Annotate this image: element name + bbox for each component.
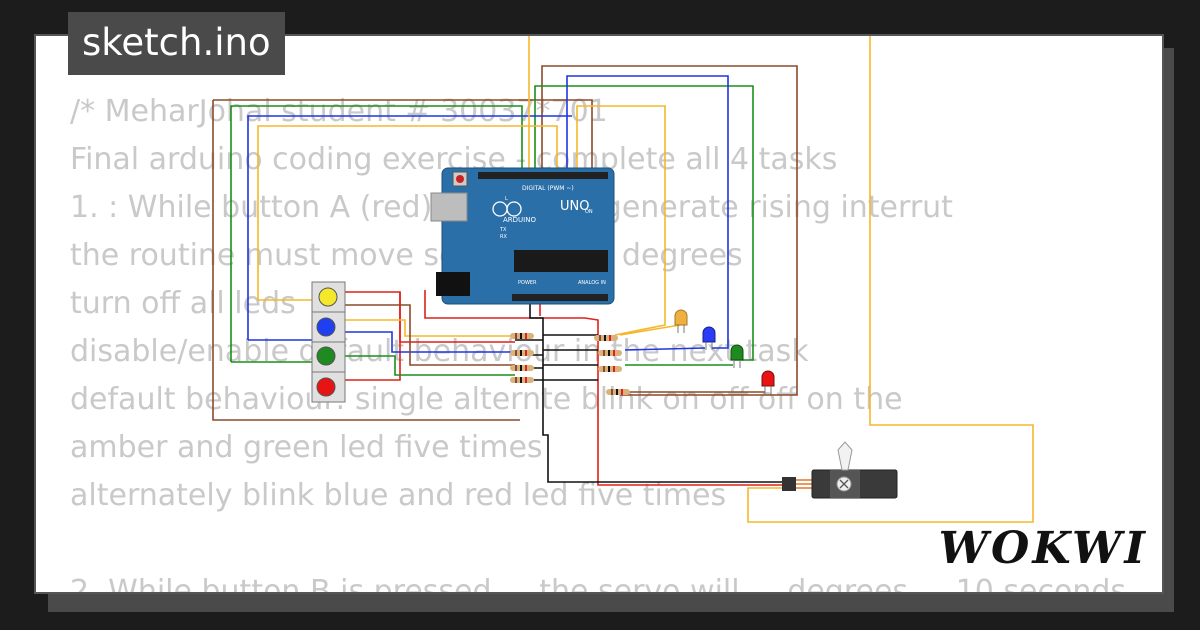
code-line: alternately blink blue and red led five … [70, 478, 727, 513]
resistor[interactable] [510, 333, 534, 339]
wire-brown [541, 65, 798, 396]
push-buttons [311, 281, 346, 403]
led-amber[interactable] [674, 309, 688, 333]
wire-black [515, 339, 543, 381]
wires [212, 36, 1034, 523]
wire-yellow [619, 324, 681, 336]
project-filename-tag[interactable]: sketch.ino [68, 12, 285, 75]
servo-horn-icon [837, 441, 853, 471]
code-line: default behaviour: single alternte blink… [70, 382, 903, 417]
rx-label: RX [500, 234, 507, 240]
button-yellow[interactable] [311, 281, 346, 313]
arduino-label: ARDUINO [503, 216, 536, 224]
usb-port [430, 192, 468, 222]
button-red[interactable] [311, 371, 346, 403]
arduino-uno-board[interactable]: DIGITAL (PWM ~) UNO ARDUINO ON TX RX POW… [430, 167, 615, 305]
l-label: L [505, 196, 508, 202]
wire-brown [212, 100, 520, 421]
wire-yellow [747, 36, 1034, 523]
resistor[interactable] [594, 335, 618, 341]
wire-red [345, 292, 401, 381]
wokwi-logo[interactable]: WOKWI [938, 523, 1148, 574]
servo-connector [782, 477, 796, 491]
tx-label: TX [499, 227, 507, 233]
power-jack [436, 272, 470, 296]
wire-yellow [257, 125, 558, 300]
resistors [510, 333, 630, 395]
resistor[interactable] [606, 389, 630, 395]
wire-blue [247, 115, 572, 340]
atmega-chip [514, 250, 608, 272]
code-line: disable/enable default behaviour in the … [70, 334, 809, 369]
power-label: POWER [518, 280, 537, 286]
button-green[interactable] [311, 341, 346, 373]
leds [674, 309, 775, 394]
wire-brown [213, 99, 593, 175]
resistor[interactable] [510, 377, 534, 383]
wire-green [345, 355, 515, 376]
button-blue[interactable] [311, 311, 346, 343]
uno-label: UNO [560, 199, 589, 214]
wire-blue [345, 331, 515, 353]
power-analog-header [512, 294, 608, 301]
servo-motor[interactable] [782, 441, 898, 499]
wire-yellow [576, 105, 666, 336]
reset-button-cap [456, 175, 464, 183]
infinity-logo-icon [506, 201, 522, 217]
led-green[interactable] [730, 344, 744, 368]
code-line: turn off all leds [70, 286, 296, 321]
on-label: ON [585, 209, 593, 215]
resistor[interactable] [598, 366, 622, 372]
wire-brown [345, 304, 515, 366]
resistor[interactable] [510, 365, 534, 371]
code-line: 2. While button B is pressed ... the ser… [70, 574, 1127, 594]
wire-black [529, 302, 782, 483]
wire-yellow [345, 319, 515, 337]
wire-green [230, 105, 523, 362]
resistor[interactable] [598, 350, 622, 356]
led-blue[interactable] [702, 326, 716, 350]
wire-blue [566, 75, 729, 349]
code-line: Final arduino coding exercise - complete… [70, 142, 838, 177]
resistor[interactable] [510, 350, 534, 356]
code-line: amber and green led five times [70, 430, 543, 465]
wire-blue [624, 347, 706, 351]
wire-black [543, 334, 598, 381]
digital-label: DIGITAL (PWM ~) [522, 185, 574, 192]
wire-red [424, 290, 782, 486]
led-red[interactable] [761, 370, 775, 394]
analog-label: ANALOG IN [578, 280, 606, 286]
digital-header [478, 172, 608, 179]
